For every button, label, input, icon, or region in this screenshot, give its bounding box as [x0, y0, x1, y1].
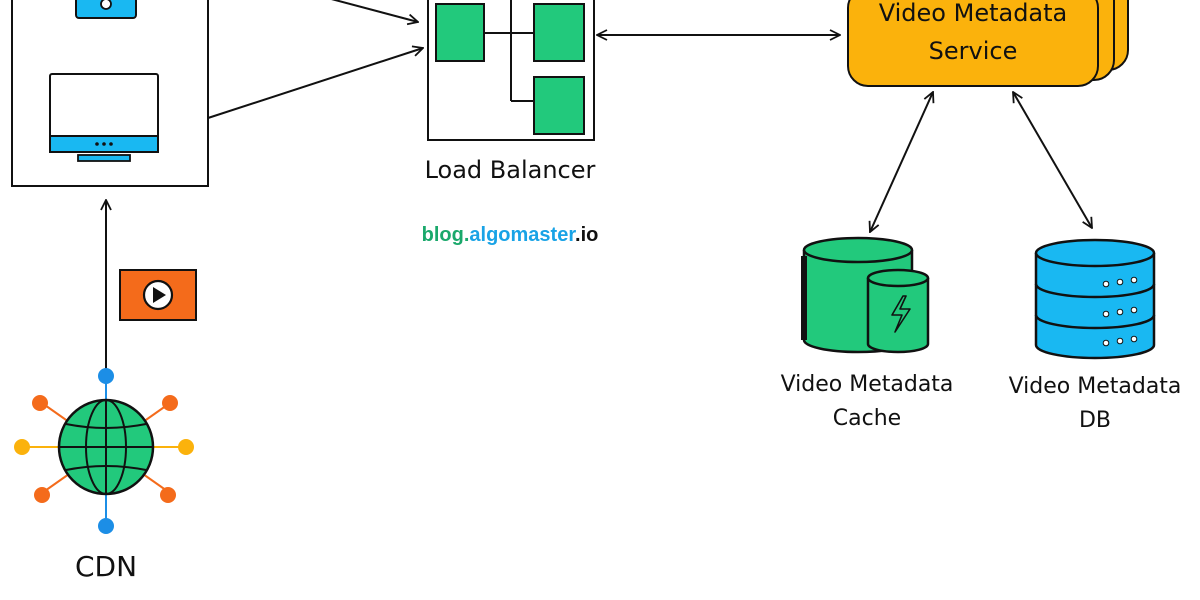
service-label-line1: Video Metadata — [878, 0, 1068, 27]
monitor-icon — [49, 73, 159, 162]
cdn-label: CDN — [74, 550, 138, 583]
cache-label-line1: Video Metadata — [780, 372, 954, 397]
db-label-line2: DB — [1078, 408, 1112, 433]
globe-network-icon — [14, 368, 194, 534]
brand-watermark: blog.algomaster.io — [390, 220, 630, 250]
load-balancer-box — [427, 0, 595, 141]
arrow-clients-to-lb-top — [331, 0, 418, 22]
cache-cylinder-icon — [801, 236, 930, 354]
load-balancer-label: Load Balancer — [424, 156, 596, 184]
arrow-service-db — [1013, 92, 1092, 228]
mobile-device-icon — [75, 0, 137, 19]
brand-part-blog: blog. — [421, 224, 470, 246]
arrow-clients-to-lb-bottom — [207, 48, 423, 119]
play-video-icon — [119, 269, 197, 321]
brand-part-io: .io — [575, 224, 599, 246]
brand-part-algomaster: algomaster — [469, 224, 576, 246]
db-label-line1: Video Metadata — [1008, 374, 1182, 399]
service-box — [847, 0, 1129, 87]
database-stack-icon — [1034, 238, 1156, 360]
cache-label-line2: Cache — [832, 406, 902, 431]
service-label-line2: Service — [928, 37, 1018, 65]
arrow-service-cache — [870, 92, 933, 232]
